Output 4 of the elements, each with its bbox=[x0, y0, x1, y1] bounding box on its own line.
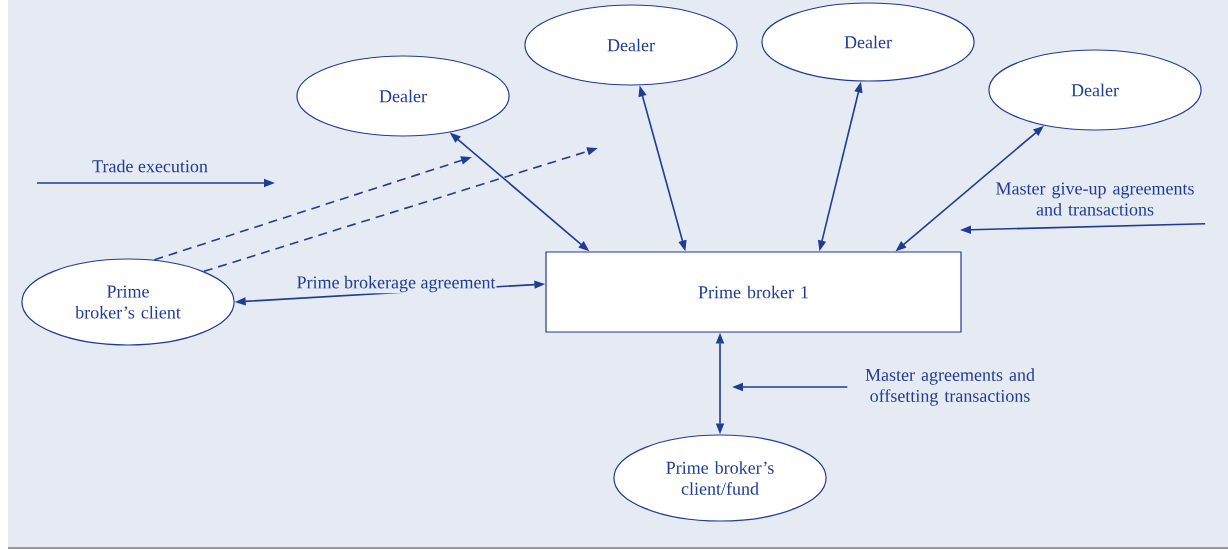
note-text: Master give-up agreements and transactions bbox=[996, 182, 1194, 216]
note-text: Master agreements and offsetting transactions bbox=[865, 368, 1035, 406]
legend-text: Trade execution bbox=[92, 159, 208, 173]
prime-broker-box: Prime broker 1 bbox=[545, 251, 962, 333]
